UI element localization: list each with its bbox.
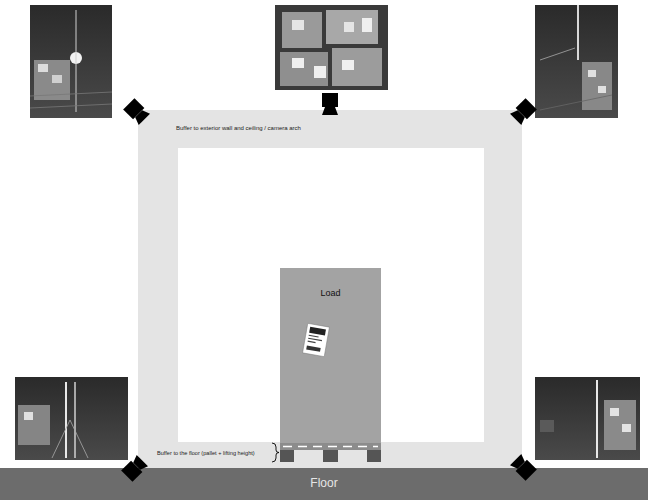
shipping-label	[303, 323, 330, 356]
camera-symbol	[123, 98, 150, 125]
node-text: Floor	[0, 477, 648, 491]
buffer-band: Buffer to exterior wall and ceiling / ca…	[138, 110, 522, 468]
brace	[272, 443, 279, 462]
camera-symbol	[121, 455, 148, 482]
camera-photo	[535, 5, 618, 118]
camera-photo	[275, 5, 388, 90]
annotation-label: Buffer to the floor (pallet + lifting he…	[157, 450, 272, 456]
pallet	[280, 443, 381, 462]
camera-photo	[535, 377, 640, 460]
node-text: Buffer to exterior wall and ceiling / ca…	[176, 125, 476, 132]
floor-band: Floor	[0, 468, 648, 500]
camera-photo	[15, 377, 128, 460]
load-box: Load	[280, 268, 381, 443]
camera-photo	[30, 5, 112, 118]
camera-symbol	[510, 454, 537, 481]
node-text: Load	[280, 288, 381, 298]
camera-symbol	[322, 93, 338, 115]
camera-symbol	[510, 98, 537, 125]
